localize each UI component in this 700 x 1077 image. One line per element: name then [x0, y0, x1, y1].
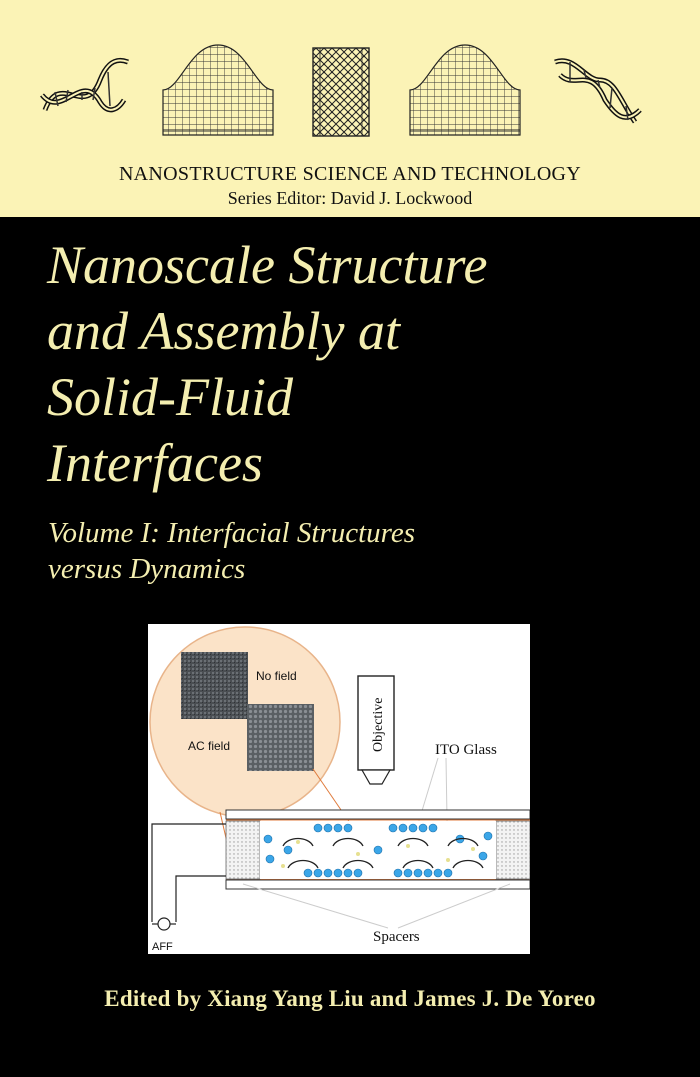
cell-schematic: No field AC field Objective ITO Glass [149, 626, 530, 953]
no-field-label: No field [256, 669, 297, 683]
objective-tip-icon [360, 769, 392, 785]
colloidal-particles [263, 823, 493, 878]
objective-label: Objective [371, 698, 386, 752]
series-editor: Series Editor: David J. Lockwood [227, 188, 473, 208]
dna-helix-icon [40, 57, 129, 113]
small-particles [281, 840, 475, 868]
ito-glass-label: ITO Glass [435, 742, 497, 758]
flow-arrows [282, 837, 484, 869]
no-field-micrograph [181, 652, 248, 719]
banner-illustrations [40, 44, 642, 137]
bottom-glass-plate [225, 879, 530, 890]
spacers-label: Spacers [373, 929, 420, 945]
book-subtitle-line: versus Dynamics [48, 553, 246, 585]
book-title-line: Nanoscale Structure [47, 235, 488, 295]
aff-label: AFF [152, 941, 173, 953]
book-title-line: and Assembly at [47, 301, 400, 361]
nanotube-icon [312, 47, 370, 137]
ac-field-micrograph [247, 704, 314, 771]
spacer-right [495, 820, 530, 880]
objective-lens-icon [357, 675, 395, 771]
ac-field-label: AC field [188, 739, 230, 753]
series-banner: NANOSTRUCTURE SCIENCE AND TECHNOLOGY Ser… [0, 0, 700, 217]
top-glass-plate [225, 809, 530, 820]
book-title: Nanoscale Structure and Assembly at Soli… [47, 232, 687, 496]
series-title: NANOSTRUCTURE SCIENCE AND TECHNOLOGY [118, 163, 582, 185]
lattice-mound-icon [409, 44, 521, 136]
spacer-left [225, 820, 261, 880]
book-subtitle-line: Volume I: Interfacial Structures [48, 517, 415, 549]
lattice-mound-icon [162, 44, 274, 136]
cover-figure: No field AC field Objective ITO Glass [148, 624, 530, 954]
book-editors: Edited by Xiang Yang Liu and James J. De… [104, 986, 596, 1011]
book-title-line: Interfaces [47, 433, 263, 493]
book-subtitle: Volume I: Interfacial Structures versus … [48, 515, 688, 587]
dna-helix-icon [554, 58, 642, 124]
book-title-line: Solid-Fluid [47, 367, 293, 427]
circuit-wiring [151, 823, 226, 931]
